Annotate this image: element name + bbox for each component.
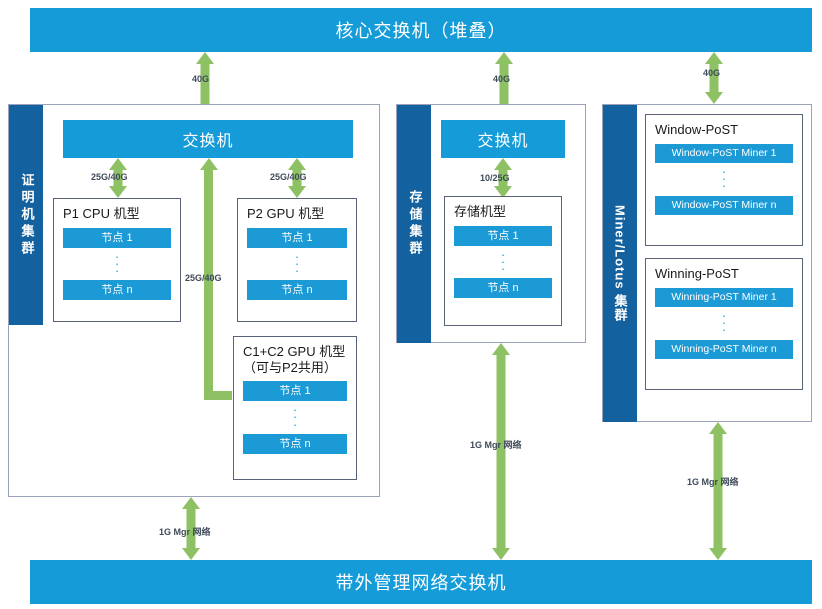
link-arrow-miner-to-mgmt [709,422,727,560]
cluster-storage-sidebar-label: 存储集群 [407,190,423,258]
group-window-post-title: Window-PoST [655,122,739,137]
arrow-shaft [496,354,506,549]
node-chip: 节点 1 [247,227,347,248]
group-p1-cpu-title: P1 CPU 机型 [63,206,140,221]
arrow-head-down [705,92,723,104]
ellipsis-vertical: ··· [292,402,298,432]
node-chip: 节点 1 [243,381,347,402]
arrow-head-up [196,52,214,64]
group-storage-type: 存储机型 节点 1 ··· 节点 n [444,196,562,326]
arrow-shaft [499,63,509,104]
arrow-head-down [492,548,510,560]
arrow-shaft [200,63,210,104]
arrow-head-up [182,497,200,509]
arrow-shaft [292,169,302,187]
link-arrow-core-to-miner [705,52,723,104]
arrow-head-down [494,186,512,198]
link-arrow-proof-switch-to-p1 [109,158,127,198]
arrow-head-up [495,52,513,64]
link-label-proof-switch-to-p2: 25G/40G [270,172,307,182]
link-label-proof-to-mgmt: 1G Mgr 网络 [159,527,211,537]
node-chip: Window-PoST Miner 1 [655,143,793,164]
group-c1c2-gpu: C1+C2 GPU 机型 （可与P2共用） 节点 1 ··· 节点 n [233,336,357,480]
ellipsis-vertical: ··· [114,248,120,278]
node-chip: Winning-PoST Miner n [655,339,793,360]
arrow-shaft [186,508,196,549]
arrow-head-up [709,422,727,434]
cluster-miner-lotus-sidebar-label: Miner/Lotus 集群 [612,204,628,323]
link-arrow-core-to-storage [495,52,513,104]
arrow-head-down [109,186,127,198]
group-winning-post-title: Winning-PoST [655,266,739,281]
ellipsis-vertical: ··· [294,248,300,278]
group-p2-gpu-title: P2 GPU 机型 [247,206,325,221]
arrow-shaft-vertical [204,170,213,396]
group-storage-type-title: 存储机型 [454,204,507,219]
arrow-shaft [498,169,508,187]
link-label-core-to-storage: 40G [493,74,511,84]
group-winning-post: Winning-PoST Winning-PoST Miner 1 ··· Wi… [645,258,803,390]
arrow-shaft-horizontal [204,391,232,400]
group-p2-gpu: P2 GPU 机型 节点 1 ··· 节点 n [237,198,357,322]
arrow-head-down [709,548,727,560]
link-arrow-proof-switch-to-p2 [288,158,306,198]
node-chip: 节点 1 [63,227,171,248]
link-label-miner-to-mgmt: 1G Mgr 网络 [687,477,739,487]
cluster-proof-sidebar: 证明机集群 [9,105,43,325]
link-label-core-to-miner: 40G [703,68,721,78]
arrow-head-up [705,52,723,64]
storage-cluster-switch: 交换机 [441,120,565,158]
arrow-head-up [494,158,512,170]
proof-cluster-switch: 交换机 [63,120,353,158]
link-label-storage-to-mgmt: 1G Mgr 网络 [470,440,522,450]
link-arrow-storage-to-mgmt [492,343,510,560]
node-chip: 节点 n [454,278,552,299]
link-arrow-proof-to-mgmt [182,497,200,560]
mgmt-switch-banner: 带外管理网络交换机 [30,560,812,604]
arrow-head-down [288,186,306,198]
ellipsis-vertical: ··· [500,246,506,276]
node-chip: 节点 n [243,433,347,454]
link-arrow-storage-switch-to-nodes [494,158,512,198]
cluster-storage-sidebar: 存储集群 [397,105,431,343]
arrow-shaft [709,63,719,93]
cluster-miner-lotus-sidebar: Miner/Lotus 集群 [603,105,637,422]
arrow-shaft [113,169,123,187]
arrow-shaft [713,433,723,549]
node-chip: 节点 n [247,280,347,301]
link-label-proof-switch-to-c1c2: 25G/40G [185,273,222,283]
ellipsis-vertical: ··· [721,164,727,194]
core-switch-banner: 核心交换机（堆叠） [30,8,812,52]
node-chip: Winning-PoST Miner 1 [655,287,793,308]
arrow-head-up [109,158,127,170]
arrow-head-up [492,343,510,355]
link-label-core-to-proof: 40G [192,74,210,84]
node-chip: Window-PoST Miner n [655,195,793,216]
cluster-proof-sidebar-label: 证明机集群 [19,172,35,258]
arrow-head-up [288,158,306,170]
arrow-head-down [182,548,200,560]
node-chip: 节点 1 [454,225,552,246]
group-window-post: Window-PoST Window-PoST Miner 1 ··· Wind… [645,114,803,246]
group-p1-cpu: P1 CPU 机型 节点 1 ··· 节点 n [53,198,181,322]
arrow-head-up [199,158,218,170]
node-chip: 节点 n [63,280,171,301]
group-c1c2-gpu-title: C1+C2 GPU 机型 （可与P2共用） [243,344,346,375]
link-label-proof-switch-to-p1: 25G/40G [91,172,128,182]
link-label-storage-switch-to-nodes: 10/25G [480,173,510,183]
link-arrow-core-to-proof [196,52,214,104]
ellipsis-vertical: ··· [721,308,727,338]
